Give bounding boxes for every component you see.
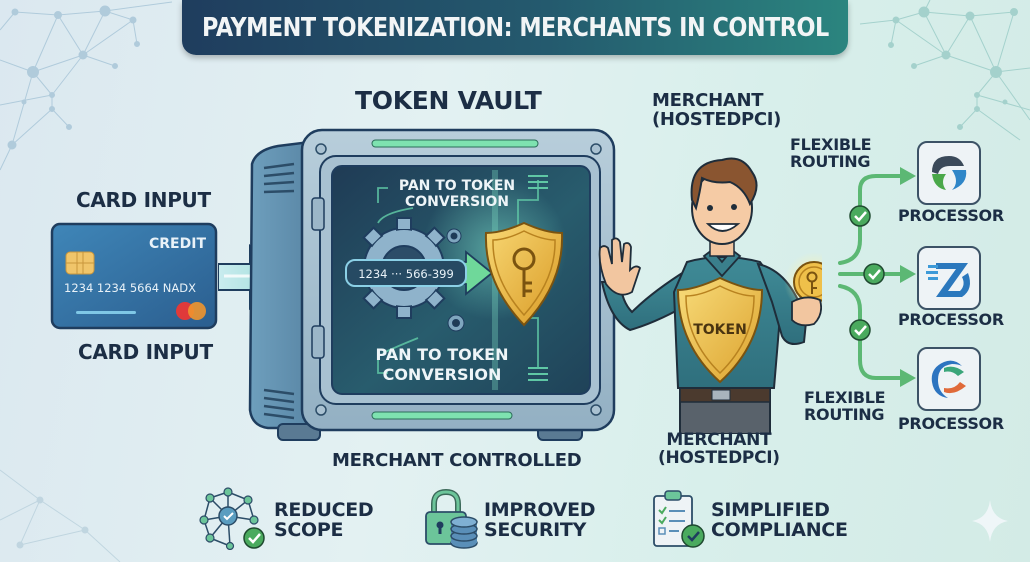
benefit-reduced-scope: REDUCED SCOPE	[274, 499, 374, 541]
merchant-figure: TOKEN	[598, 157, 822, 434]
processor-label-2: PROCESSOR	[898, 310, 1004, 329]
conversion-label-top-line1: PAN TO TOKEN	[399, 178, 515, 194]
processor-label-1: PROCESSOR	[898, 206, 1004, 225]
pan-number: 1234 ··· 566-399	[358, 267, 454, 281]
merchant-label-bottom-line1: MERCHANT	[666, 430, 772, 450]
conversion-label-bottom-line1: PAN TO TOKEN	[376, 345, 509, 364]
shield-key-icon	[484, 221, 564, 327]
card-type-label: CREDIT	[149, 236, 206, 252]
sparkle-icon	[972, 500, 1008, 542]
small-gear-icon	[447, 314, 465, 332]
title-banner: PAYMENT TOKENIZATION: MERCHANTS IN CONTR…	[182, 0, 848, 55]
flexible-routing-label-top: FLEXIBLE ROUTING	[790, 135, 872, 171]
chip-icon	[65, 251, 95, 275]
merchant-label-top: MERCHANT (HOSTEDPCI)	[652, 90, 782, 130]
benefit-reduced-scope-line2: SCOPE	[274, 518, 344, 541]
check-circle-icon	[863, 263, 885, 285]
check-circle-icon	[849, 319, 871, 341]
network-check-icon	[199, 487, 265, 550]
flexible-routing-label-bottom: FLEXIBLE ROUTING	[804, 388, 886, 424]
merchant-controlled-label: MERCHANT CONTROLLED	[332, 450, 582, 471]
small-gear-icon	[446, 228, 462, 244]
processor-logo-z[interactable]	[916, 245, 982, 311]
flexible-routing-label-bottom-line1: FLEXIBLE	[804, 388, 886, 407]
routing-paths	[838, 167, 916, 387]
processor-logo-c[interactable]	[916, 346, 982, 412]
merchant-label-top-line2: (HOSTEDPCI)	[652, 108, 782, 130]
token-shield-text: TOKEN	[693, 322, 747, 338]
flexible-routing-label-bottom-line2: ROUTING	[804, 404, 885, 424]
benefit-reduced-scope-line1: REDUCED	[274, 499, 374, 521]
benefit-improved-security: IMPROVED SECURITY	[484, 499, 596, 541]
page-title: PAYMENT TOKENIZATION: MERCHANTS IN CONTR…	[201, 12, 829, 43]
credit-card: CREDIT 1234 1234 5664 NADX	[50, 222, 218, 330]
flexible-routing-label-top-line1: FLEXIBLE	[790, 135, 872, 154]
clipboard-check-icon	[653, 490, 705, 548]
card-input-label-top: CARD INPUT	[76, 188, 211, 212]
benefit-simplified-compliance-line1: SIMPLIFIED	[711, 499, 830, 521]
card-number: 1234 1234 5664 NADX	[64, 281, 196, 295]
mastercard-logo	[176, 302, 206, 320]
status-light-bottom	[371, 411, 513, 420]
merchant-label-bottom-line2: (HOSTEDPCI)	[658, 447, 780, 468]
conversion-label-bottom-line2: CONVERSION	[383, 365, 502, 384]
flexible-routing-label-top-line2: ROUTING	[790, 151, 871, 171]
lock-database-icon	[425, 488, 478, 549]
benefit-improved-security-line1: IMPROVED	[484, 499, 596, 521]
card-input-label-bottom: CARD INPUT	[78, 340, 213, 364]
merchant-label-bottom: MERCHANT (HOSTEDPCI)	[658, 430, 780, 468]
check-circle-icon	[849, 205, 871, 227]
benefit-improved-security-line2: SECURITY	[484, 518, 587, 541]
conversion-label-top-line2: CONVERSION	[405, 194, 509, 210]
token-shield-icon: TOKEN	[676, 276, 764, 384]
token-vault-title: TOKEN VAULT	[355, 86, 542, 115]
merchant-label-top-line1: MERCHANT	[652, 90, 764, 111]
benefit-simplified-compliance-line2: COMPLIANCE	[711, 518, 848, 541]
token-vault: 1234 ··· 566-399 PAN TO TOKEN CONVERSION…	[248, 128, 616, 441]
pan-number-pill	[345, 259, 467, 287]
processor-label-3: PROCESSOR	[898, 414, 1004, 433]
benefit-simplified-compliance: SIMPLIFIED COMPLIANCE	[711, 499, 848, 541]
processor-logo-p[interactable]	[916, 140, 982, 206]
status-light-top	[371, 139, 539, 148]
